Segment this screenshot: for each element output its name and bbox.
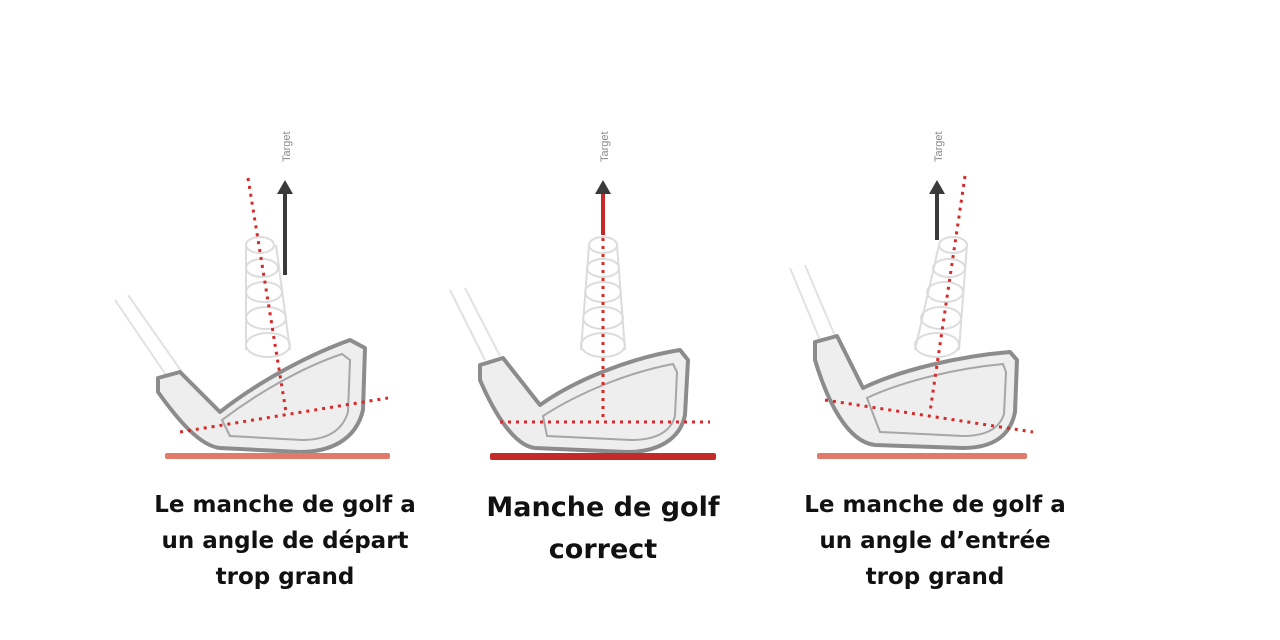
club-diagram-left: Target [114, 131, 390, 459]
sole-line [179, 396, 389, 434]
club-diagram-center: Target [449, 131, 716, 460]
club-head-inner [220, 352, 352, 442]
target-arrow [595, 180, 611, 235]
ground-line [165, 453, 390, 459]
target-label: Target [281, 131, 293, 162]
club-diagram-right: Target [789, 131, 1034, 459]
club-head [478, 348, 690, 454]
ground-line [817, 453, 1027, 459]
shaft [789, 264, 836, 341]
target-arrow [929, 180, 945, 240]
caption-entry-angle: Le manche de golf a un angle d’entrée tr… [804, 492, 1066, 590]
ground-line [490, 453, 716, 460]
shaft [114, 294, 183, 379]
caption-departure-angle: Le manche de golf a un angle de départ t… [154, 492, 416, 590]
shaft [449, 287, 501, 361]
target-label: Target [933, 131, 945, 162]
caption-correct: Manche de golf correct [486, 492, 720, 565]
panel-departure-angle: Target Le manche de golf a un angle de d… [80, 0, 500, 640]
club-head-inner [865, 362, 1008, 438]
target-label: Target [599, 131, 611, 162]
club-head [156, 338, 367, 454]
shaft-ghosts [914, 236, 968, 358]
panel-entry-angle: Target Le manche de golf a un angle d’en… [725, 0, 1145, 640]
club-head [813, 334, 1019, 450]
panel-correct: Target Manche de golf correct [395, 0, 815, 640]
club-head-inner [541, 362, 679, 442]
target-arrow [277, 180, 293, 275]
sole-line [824, 398, 1034, 434]
